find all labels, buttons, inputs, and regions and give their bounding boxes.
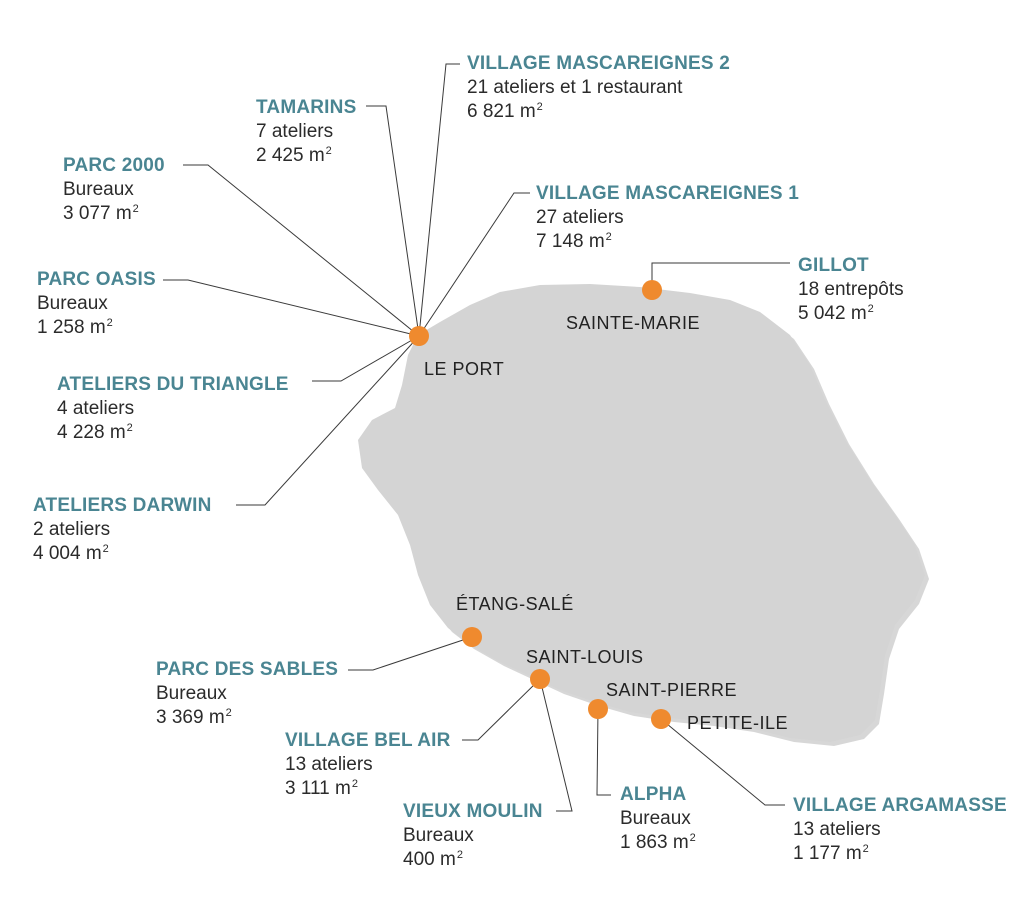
leader-village-mascareignes-1	[418, 192, 530, 337]
site-name: GILLOT	[798, 255, 869, 276]
site-village-mascareignes-2: VILLAGE MASCAREIGNES 2 21 ateliers et 1 …	[467, 52, 730, 124]
site-detail: 2 ateliers	[33, 519, 111, 540]
site-area: 3 077 m2	[63, 203, 139, 224]
leader-tamarins	[366, 105, 420, 337]
site-detail: 27 ateliers	[536, 207, 624, 228]
site-markers	[409, 280, 671, 729]
site-detail: Bureaux	[403, 825, 474, 846]
site-parc-oasis: PARC OASIS Bureaux 1 258 m2	[37, 268, 156, 340]
leader-parc-oasis	[163, 279, 420, 337]
site-name: VILLAGE MASCAREIGNES 2	[467, 53, 731, 74]
site-name: ATELIERS DARWIN	[33, 495, 212, 516]
site-village-argamasse: VILLAGE ARGAMASSE 13 ateliers 1 177 m2	[793, 794, 1007, 866]
site-area: 2 425 m2	[256, 145, 332, 166]
site-parc-des-sables: PARC DES SABLES Bureaux 3 369 m2	[156, 658, 338, 730]
site-area: 6 821 m2	[467, 101, 543, 122]
leader-vieux-moulin	[539, 678, 573, 812]
marker-etang-sale	[462, 627, 482, 647]
site-name: ATELIERS DU TRIANGLE	[57, 374, 289, 395]
site-tamarins: TAMARINS 7 ateliers 2 425 m2	[256, 96, 356, 168]
site-village-mascareignes-1: VILLAGE MASCAREIGNES 1 27 ateliers 7 148…	[536, 182, 799, 254]
leader-parc-2000	[183, 164, 420, 337]
site-name: TAMARINS	[256, 97, 357, 118]
site-area: 4 004 m2	[33, 543, 109, 564]
island-shape	[358, 284, 925, 742]
leader-ateliers-du-triangle	[312, 335, 420, 382]
site-detail: Bureaux	[620, 808, 691, 829]
leader-village-mascareignes-2	[418, 63, 460, 337]
leader-lines	[163, 63, 790, 812]
site-detail: 18 entrepôts	[798, 279, 904, 300]
site-area: 1 177 m2	[793, 843, 869, 864]
site-detail: Bureaux	[63, 179, 134, 200]
site-area: 1 258 m2	[37, 317, 113, 338]
site-name: VIEUX MOULIN	[403, 801, 543, 822]
site-area: 3 111 m2	[285, 778, 358, 799]
town-label-saint-pierre: SAINT-PIERRE	[606, 680, 738, 700]
leader-village-argamasse	[660, 718, 785, 806]
site-detail: 7 ateliers	[256, 121, 334, 142]
site-village-bel-air: VILLAGE BEL AIR 13 ateliers 3 111 m2	[285, 729, 451, 801]
site-area: 7 148 m2	[536, 231, 612, 252]
site-alpha: ALPHA Bureaux 1 863 m2	[620, 783, 696, 855]
site-area: 3 369 m2	[156, 707, 232, 728]
leader-alpha	[596, 708, 611, 796]
site-ateliers-du-triangle: ATELIERS DU TRIANGLE 4 ateliers 4 228 m2	[57, 373, 289, 445]
site-area: 5 042 m2	[798, 303, 874, 324]
town-label-sainte-marie: SAINTE-MARIE	[566, 313, 701, 333]
leader-gillot	[651, 262, 790, 290]
site-detail: Bureaux	[37, 293, 108, 314]
leader-parc-des-sables	[348, 636, 473, 671]
town-label-petite-ile: PETITE-ILE	[687, 713, 789, 733]
leader-ateliers-darwin	[236, 335, 420, 506]
leader-village-bel-air	[462, 678, 541, 741]
site-name: ALPHA	[620, 784, 687, 805]
marker-saint-louis	[530, 669, 550, 689]
site-name: VILLAGE BEL AIR	[285, 730, 451, 751]
site-name: VILLAGE MASCAREIGNES 1	[536, 183, 800, 204]
marker-sainte-marie	[642, 280, 662, 300]
site-name: VILLAGE ARGAMASSE	[793, 795, 1007, 816]
site-area: 400 m2	[403, 849, 463, 870]
site-detail: Bureaux	[156, 683, 227, 704]
site-vieux-moulin: VIEUX MOULIN Bureaux 400 m2	[403, 800, 543, 872]
town-label-le-port: LE PORT	[424, 359, 505, 379]
marker-saint-pierre	[588, 699, 608, 719]
site-parc-2000: PARC 2000 Bureaux 3 077 m2	[63, 154, 165, 226]
site-name: PARC OASIS	[37, 269, 156, 290]
site-ateliers-darwin: ATELIERS DARWIN 2 ateliers 4 004 m2	[33, 494, 212, 566]
site-name: PARC DES SABLES	[156, 659, 339, 680]
site-name: PARC 2000	[63, 155, 165, 176]
site-gillot: GILLOT 18 entrepôts 5 042 m2	[798, 254, 904, 326]
site-area: 4 228 m2	[57, 422, 133, 443]
site-detail: 13 ateliers	[285, 754, 373, 775]
town-label-etang-sale: ÉTANG-SALÉ	[456, 594, 574, 614]
site-area: 1 863 m2	[620, 832, 696, 853]
site-detail: 21 ateliers et 1 restaurant	[467, 77, 683, 98]
marker-petite-ile	[651, 709, 671, 729]
marker-le-port	[409, 326, 429, 346]
site-detail: 13 ateliers	[793, 819, 881, 840]
town-label-saint-louis: SAINT-LOUIS	[526, 647, 644, 667]
site-detail: 4 ateliers	[57, 398, 135, 419]
